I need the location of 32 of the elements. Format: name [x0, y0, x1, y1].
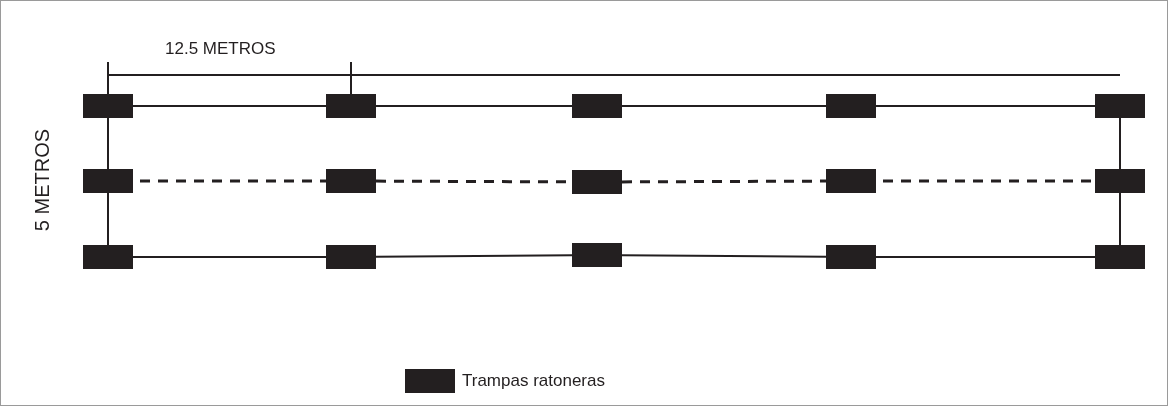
connector-line: [1119, 192, 1121, 246]
connector-line: [875, 256, 1096, 258]
trap-box: [83, 245, 133, 269]
trap-box: [826, 94, 876, 118]
dashed-line: [622, 179, 826, 184]
dashed-line: [140, 179, 326, 183]
trap-box: [572, 243, 622, 267]
connector-line: [132, 256, 327, 258]
trap-box: [1095, 169, 1145, 193]
trap-box: [572, 94, 622, 118]
trap-box: [326, 169, 376, 193]
dimension-label: 12.5 METROS: [165, 40, 276, 57]
trap-box: [326, 245, 376, 269]
connector-line: [375, 105, 573, 107]
connector-line: [107, 117, 109, 170]
connector-line: [875, 105, 1096, 107]
trap-box: [83, 169, 133, 193]
connector-line: [621, 254, 827, 258]
trap-box: [826, 245, 876, 269]
connector-line: [621, 105, 827, 107]
connector-line: [375, 254, 573, 258]
trap-box: [1095, 245, 1145, 269]
trap-box: [83, 94, 133, 118]
connector-line: [107, 192, 109, 246]
trap-box: [572, 170, 622, 194]
trap-box: [326, 94, 376, 118]
legend-label: Trampas ratoneras: [462, 371, 605, 391]
trap-box: [826, 169, 876, 193]
trap-box: [1095, 94, 1145, 118]
connector-line: [132, 105, 327, 107]
connector-line: [1119, 117, 1121, 170]
dimension-label: 5 METROS: [32, 127, 52, 234]
